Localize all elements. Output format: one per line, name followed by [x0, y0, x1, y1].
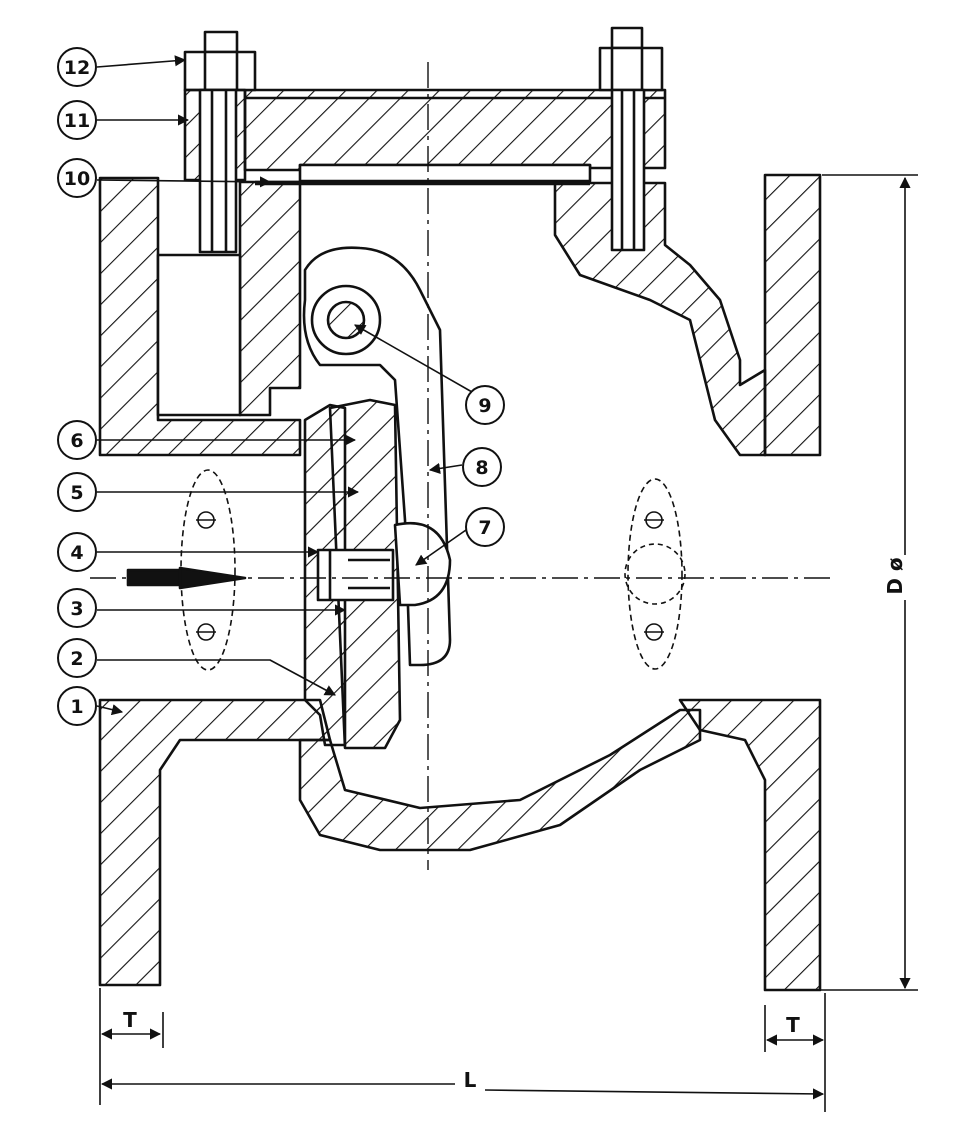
body-bottom-bowl — [298, 708, 702, 852]
callout-9 — [465, 385, 505, 425]
part-label-6: 6 — [70, 430, 83, 452]
outlet-bolt-pattern — [624, 478, 686, 670]
callout-5 — [57, 472, 97, 512]
part-label-11: 11 — [64, 110, 90, 132]
part-label-4: 4 — [70, 542, 83, 564]
part-label-2: 2 — [70, 648, 83, 670]
callout-12 — [57, 47, 97, 87]
cover-recess — [298, 163, 592, 183]
body-right-neck — [553, 181, 767, 457]
callout-1 — [57, 686, 97, 726]
left-stud-assembly — [183, 30, 257, 254]
dimension-t-right: T — [786, 1013, 800, 1037]
outlet-flange-top — [763, 173, 822, 457]
callout-circles — [57, 47, 505, 726]
dimension-length: L — [464, 1068, 477, 1092]
callout-7 — [465, 507, 505, 547]
outlet-flange-bottom — [678, 698, 822, 992]
callout-11 — [57, 100, 97, 140]
cover-plate — [243, 88, 667, 172]
hinge-pin — [326, 300, 366, 340]
leader-lines — [96, 55, 473, 716]
dimension-diameter: D ø — [883, 557, 907, 594]
callout-6 — [57, 420, 97, 460]
dimension-t-left: T — [123, 1008, 137, 1032]
part-label-8: 8 — [475, 457, 488, 479]
part-label-7: 7 — [478, 517, 491, 539]
part-label-3: 3 — [70, 598, 83, 620]
part-label-9: 9 — [478, 395, 491, 417]
callout-4 — [57, 532, 97, 572]
flow-arrow-head — [178, 566, 247, 590]
callout-8 — [462, 447, 502, 487]
flow-arrow-shaft — [126, 568, 182, 587]
inlet-flange-bottom — [98, 698, 332, 987]
body-inner-cavity — [156, 253, 242, 417]
part-label-1: 1 — [70, 696, 83, 718]
part-label-5: 5 — [70, 482, 83, 504]
part-label-12: 12 — [64, 57, 90, 79]
part-label-10: 10 — [64, 168, 90, 190]
callout-2 — [57, 638, 97, 678]
callout-10 — [57, 158, 97, 198]
body-left-upper-wall — [238, 180, 302, 417]
body-left-wall — [98, 176, 302, 457]
right-stud-assembly — [598, 26, 664, 252]
callout-3 — [57, 588, 97, 628]
dimension-lines — [99, 174, 918, 1112]
